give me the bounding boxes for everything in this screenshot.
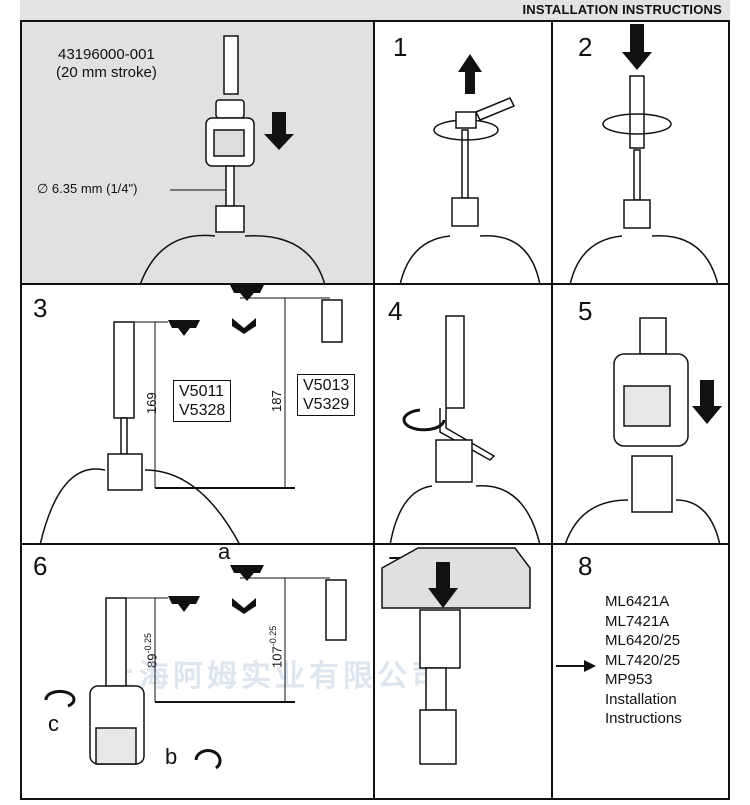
dimension-107: 107-0.25 xyxy=(268,626,284,668)
dimension-89-tol: -0.25 xyxy=(143,633,153,654)
stroke-label: (20 mm stroke) xyxy=(56,64,157,81)
dimension-187: 187 xyxy=(269,390,284,412)
valve-model: V5329 xyxy=(303,396,350,413)
list-item: ML7421A xyxy=(605,612,670,630)
list-item: ML6421A xyxy=(605,593,670,610)
dimension-107-tol: -0.25 xyxy=(268,625,278,647)
dimension-107-value: 107 xyxy=(269,646,285,668)
step-number-5: 5 xyxy=(578,296,593,326)
header-bar: INSTALLATION INSTRUCTIONS xyxy=(20,0,730,22)
dimension-169: 169 xyxy=(144,392,159,414)
valve-model: V5328 xyxy=(179,402,226,419)
step-number-2: 2 xyxy=(578,32,593,62)
step-number-8: 8 xyxy=(578,551,593,581)
list-item: MP953 xyxy=(605,671,653,688)
dimension-89: 89-0.25 xyxy=(143,633,159,668)
label-a: a xyxy=(218,539,231,564)
dimension-89-value: 89 xyxy=(144,653,160,668)
related-instructions-list: ML6421A ML7421A ML6420/25 ML7420/25 MP95… xyxy=(605,592,682,729)
list-item: Instructions xyxy=(605,710,682,727)
list-item: ML7420/25 xyxy=(605,651,681,669)
valve-model: V5013 xyxy=(303,377,350,394)
panel-step-6 xyxy=(20,543,375,800)
valve-models-box-left: V5011 V5328 xyxy=(173,380,232,422)
list-item: ML6420/25 xyxy=(605,632,681,649)
step-number-4: 4 xyxy=(388,296,403,326)
step-number-3: 3 xyxy=(33,293,48,323)
step-number-7: 7 xyxy=(388,551,403,581)
page-title: INSTALLATION INSTRUCTIONS xyxy=(522,2,722,17)
step-number-6: 6 xyxy=(33,551,48,581)
step-number-1: 1 xyxy=(393,32,408,62)
label-c: c xyxy=(48,711,59,736)
part-number: 43196000-001 xyxy=(58,46,155,63)
valve-models-box-right: V5013 V5329 xyxy=(297,374,356,416)
label-b: b xyxy=(165,744,178,769)
valve-model: V5011 xyxy=(179,383,225,400)
list-item: Installation xyxy=(605,690,677,708)
diameter-label: ∅ 6.35 mm (1/4") xyxy=(37,181,138,196)
